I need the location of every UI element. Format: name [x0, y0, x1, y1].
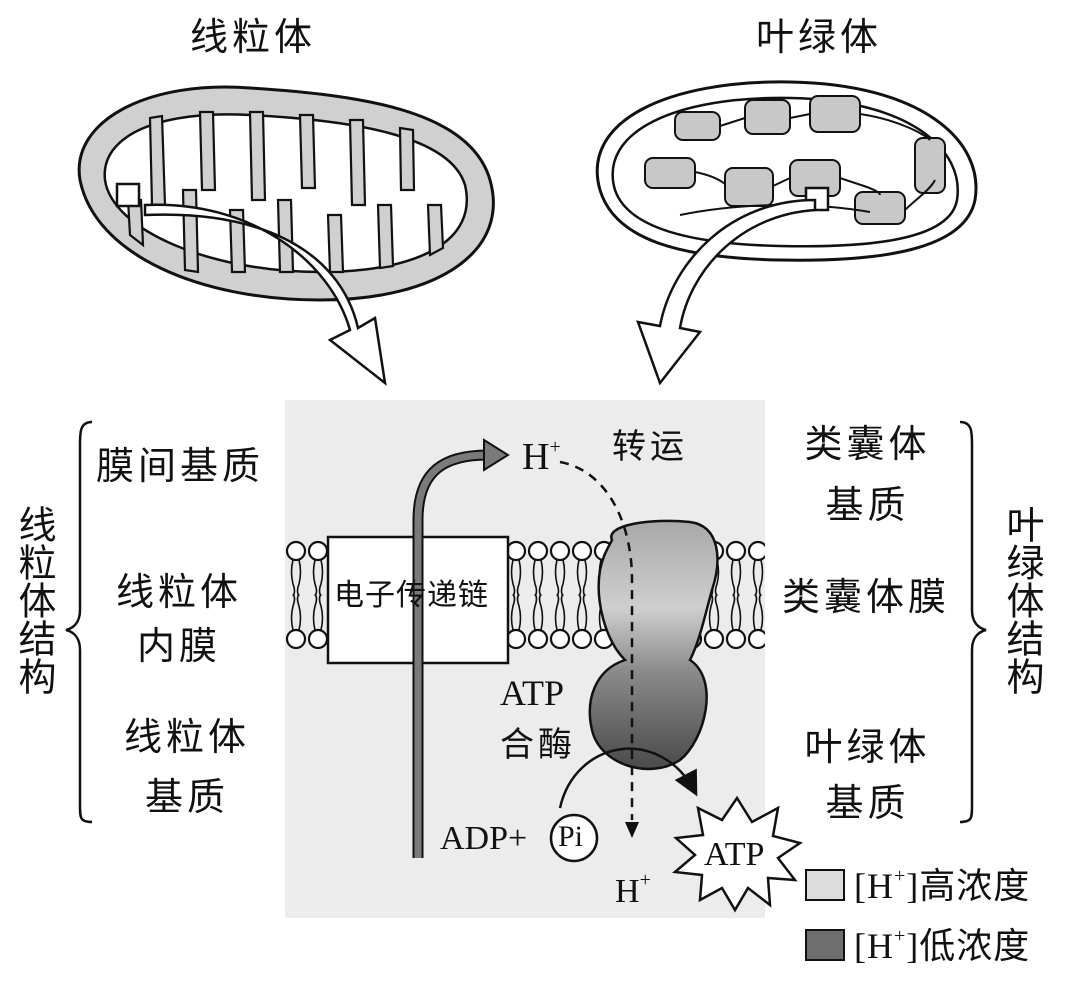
- label-stroma-line1: 叶绿体: [804, 725, 931, 769]
- adp-to-atp-curve: [558, 747, 698, 809]
- zoom-box-mitochondrion: [115, 182, 141, 208]
- title-chloroplast: 叶绿体: [756, 15, 883, 59]
- chloroplast-illustration: [595, 80, 978, 262]
- pi-circle: [549, 813, 599, 863]
- title-mitochondrion: 线粒体: [190, 15, 317, 59]
- label-intermembrane-space: 膜间基质: [96, 444, 265, 488]
- label-lumen-line1: 类囊体: [804, 422, 931, 466]
- atp-synthase: [588, 519, 719, 771]
- legend-swatch-high: [805, 869, 845, 901]
- label-inner-membrane-line1: 线粒体: [115, 570, 242, 614]
- label-thylakoid-membrane: 类囊体膜: [782, 575, 951, 619]
- label-adp: ADP+: [440, 820, 528, 857]
- zoom-arrow-mitochondrion: [143, 203, 387, 386]
- right-brace: [959, 420, 987, 824]
- label-matrix-line1: 线粒体: [123, 715, 250, 759]
- legend-swatch-low: [805, 929, 845, 961]
- label-atp-synthase-line1: ATP: [500, 673, 565, 713]
- label-transport: 转运: [612, 427, 688, 467]
- zoom-arrow-chloroplast: [636, 198, 817, 386]
- label-proton-top: H+: [522, 436, 561, 478]
- label-proton-bottom: H+: [615, 869, 651, 910]
- legend-high-label: [H+]高浓度: [854, 865, 1031, 906]
- proton-transport-dashed-line: [559, 460, 634, 820]
- label-lumen-line2: 基质: [825, 483, 910, 527]
- label-matrix-line2: 基质: [144, 775, 229, 819]
- label-atp-synthase-line2: 合酶: [500, 725, 576, 765]
- left-brace: [65, 420, 93, 824]
- label-atp-product: ATP: [704, 836, 765, 873]
- mitochondrion-illustration: [77, 85, 495, 302]
- legend-low-label: [H+]低浓度: [854, 925, 1031, 966]
- label-inner-membrane-line2: 内膜: [136, 624, 221, 668]
- label-stroma-line2: 基质: [825, 781, 910, 825]
- proton-transport-arrowhead: [625, 822, 639, 838]
- label-pi: Pi: [558, 820, 584, 853]
- atp-starburst: [671, 795, 803, 913]
- label-mitochondrion-structure: 线粒体结构: [12, 505, 56, 695]
- proton-pump-arrowhead: [483, 438, 510, 472]
- label-electron-transport-chain: 电子传递链: [334, 578, 489, 613]
- label-chloroplast-structure: 叶绿体结构: [1000, 505, 1044, 695]
